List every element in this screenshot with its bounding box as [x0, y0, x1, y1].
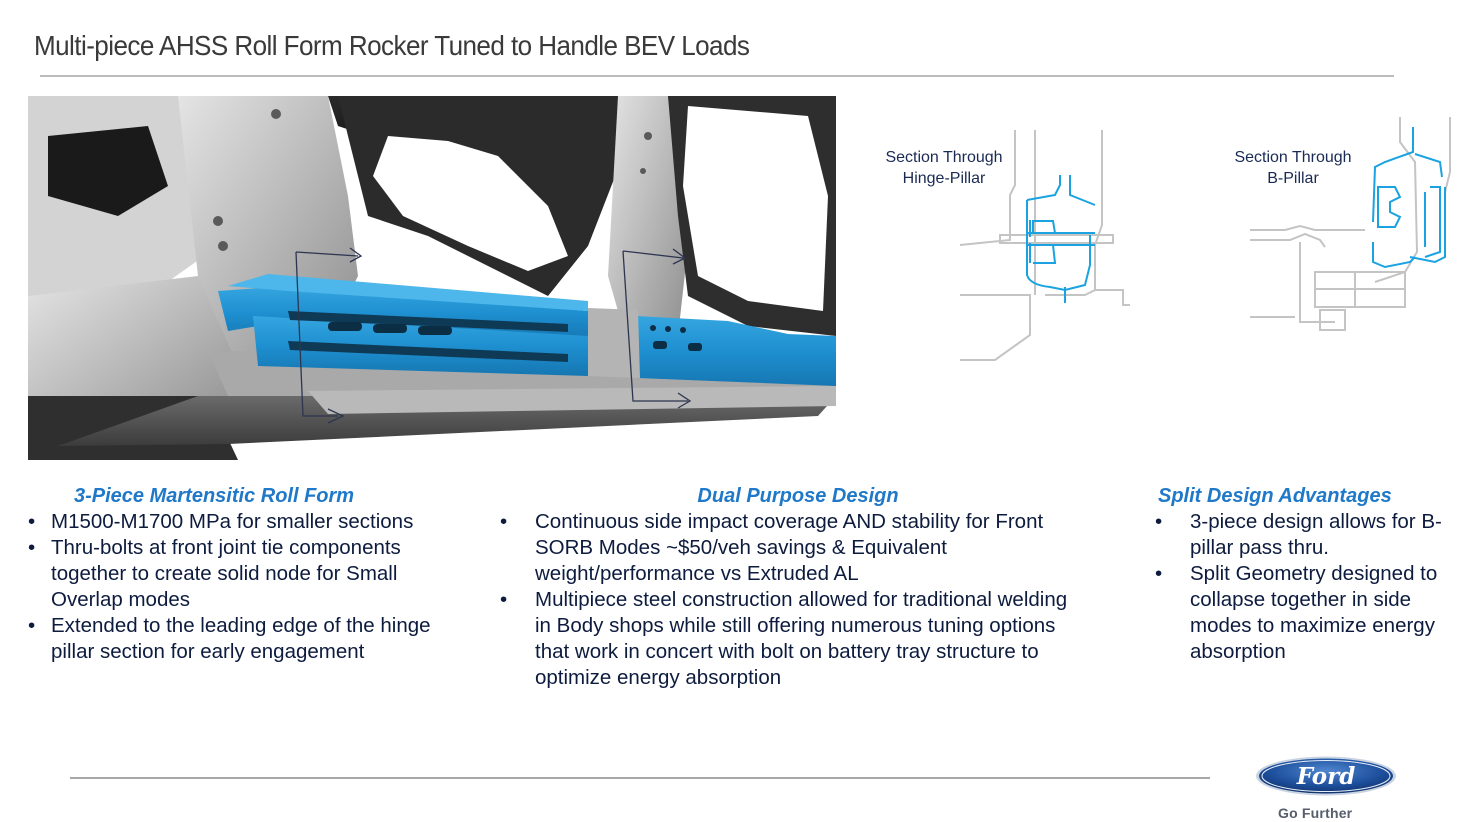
column-split-design-advantages: Split Design Advantages •3-piece design … [1155, 483, 1455, 665]
svg-text:Ford: Ford [1296, 763, 1356, 790]
bullet-item: •Thru-bolts at front joint tie component… [28, 536, 401, 611]
bullet-icon: • [1155, 562, 1163, 585]
hinge-pillar-section-drawing [959, 130, 1130, 361]
column-martensitic-roll-form: 3-Piece Martensitic Roll Form •M1500-M17… [24, 483, 444, 665]
section-hinge-pillar [955, 125, 1135, 365]
bullet-icon: • [1155, 510, 1163, 533]
rocker-illustration [28, 96, 836, 460]
bullet-icon: • [28, 510, 36, 533]
bullet-icon: • [500, 588, 508, 611]
bullet-icon: • [28, 614, 36, 637]
column-heading: Dual Purpose Design [697, 485, 899, 507]
b-pillar-label: Section Through B-Pillar [1234, 149, 1352, 187]
bullet-item: •Split Geometry designed to collapse tog… [1155, 562, 1438, 663]
footer-divider [70, 777, 1210, 779]
ford-logo: Ford [1254, 755, 1398, 797]
title-divider [40, 75, 1394, 77]
bullet-item: •3-piece design allows for B-pillar pass… [1155, 510, 1442, 559]
ford-oval-icon: Ford [1256, 756, 1396, 796]
bullet-item: •Extended to the leading edge of the hin… [28, 614, 431, 663]
bullet-list: •M1500-M1700 MPa for smaller sections •T… [24, 509, 444, 665]
bullet-item: •Continuous side impact coverage AND sta… [500, 510, 1044, 585]
section-b-pillar [1245, 112, 1458, 337]
bullet-item: •M1500-M1700 MPa for smaller sections [28, 510, 414, 533]
bullet-list: •Continuous side impact coverage AND sta… [498, 509, 1088, 691]
b-pillar-section-drawing [1250, 117, 1451, 331]
bullet-list: •3-piece design allows for B-pillar pass… [1155, 509, 1455, 665]
slide-title: Multi-piece AHSS Roll Form Rocker Tuned … [34, 30, 750, 61]
ford-tagline: Go Further [1278, 805, 1353, 821]
bullet-icon: • [28, 536, 36, 559]
column-dual-purpose-design: Dual Purpose Design •Continuous side imp… [498, 483, 1088, 691]
bullet-item: •Multipiece steel construction allowed f… [500, 588, 1068, 689]
hinge-pillar-label: Section Through Hinge-Pillar [885, 149, 1003, 187]
column-heading: Split Design Advantages [1158, 485, 1392, 507]
column-heading: 3-Piece Martensitic Roll Form [74, 485, 355, 507]
bullet-icon: • [500, 510, 508, 533]
